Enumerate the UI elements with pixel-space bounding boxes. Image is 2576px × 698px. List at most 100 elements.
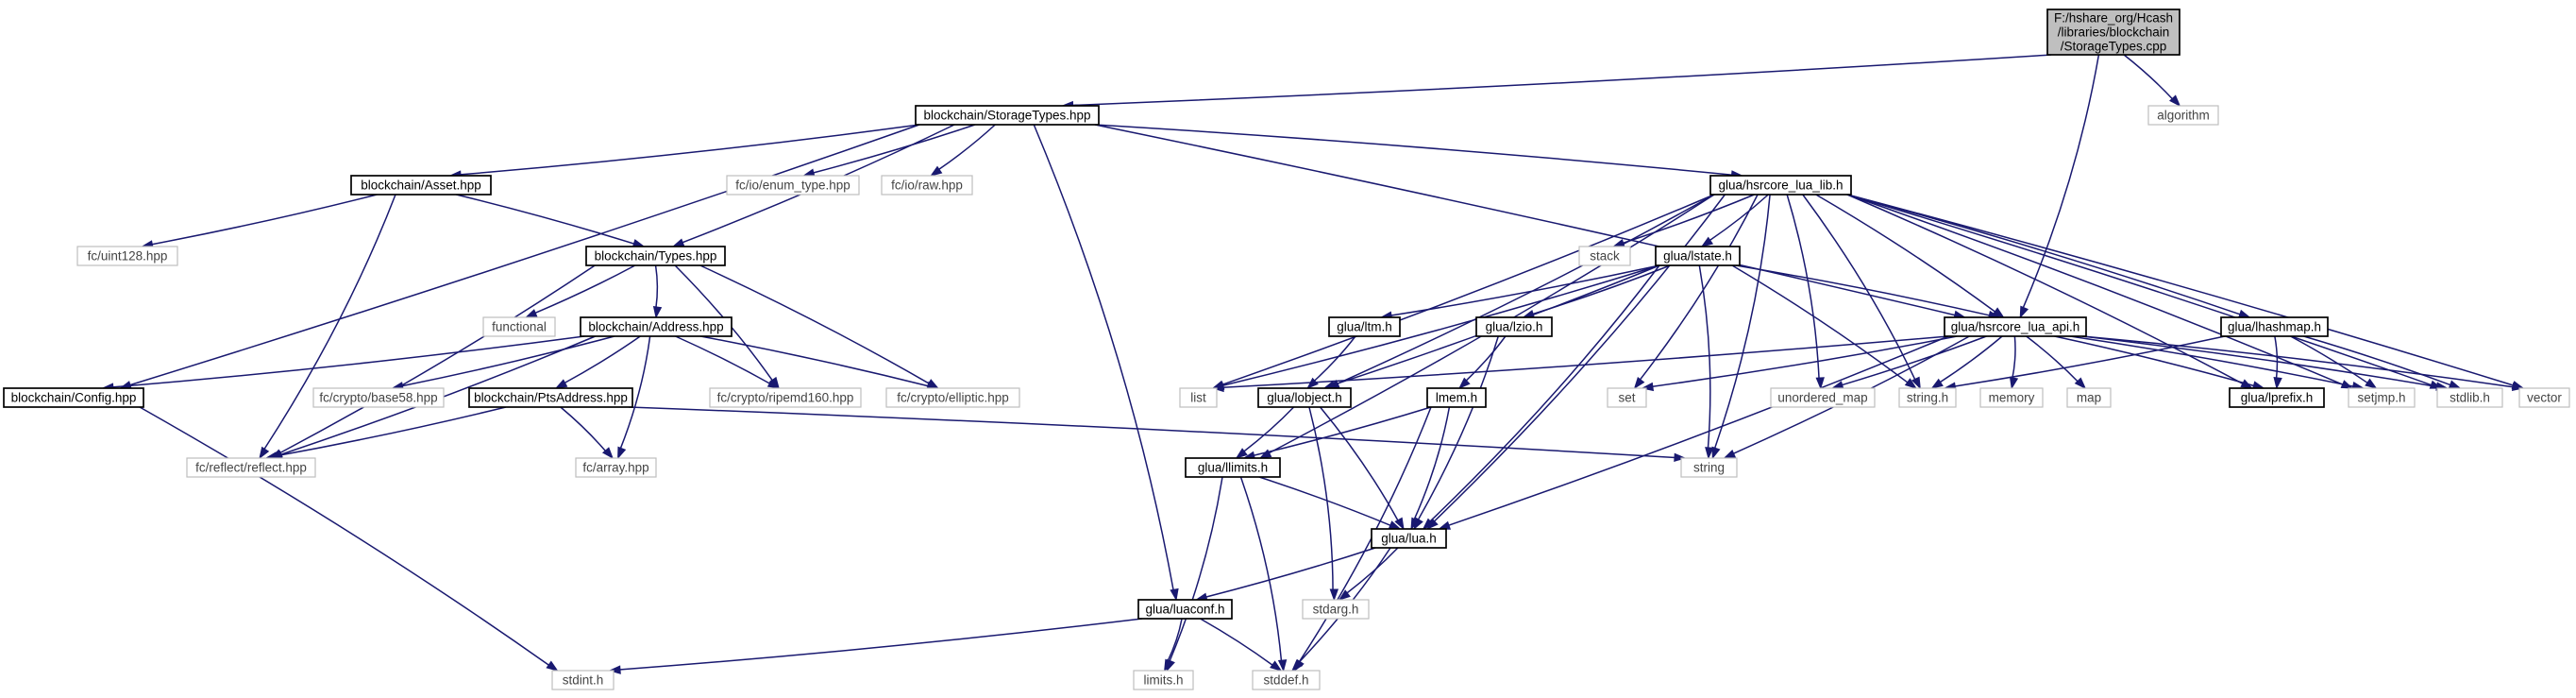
edge-lobject-h-to-llimits-h bbox=[1235, 406, 1295, 459]
edge-storage-types-hpp-to-hsrcore-lua-api-h bbox=[1094, 124, 1967, 319]
edge-asset-hpp-to-uint128-hpp bbox=[141, 194, 378, 249]
node-address-hpp[interactable]: blockchain/Address.hpp bbox=[580, 316, 732, 337]
node-lprefix-h[interactable]: glua/lprefix.h bbox=[2229, 387, 2325, 408]
edge-line bbox=[2081, 335, 2438, 388]
node-hsrcore-lua-api-h[interactable]: glua/hsrcore_lua_api.h bbox=[1944, 316, 2087, 337]
node-luaconf-h[interactable]: glua/luaconf.h bbox=[1137, 599, 1233, 620]
edge-ltm-h-to-lobject-h bbox=[1306, 335, 1356, 389]
node-label: /StorageTypes.cpp bbox=[2061, 40, 2167, 54]
node-map[interactable]: map bbox=[2066, 387, 2112, 408]
edge-line bbox=[937, 124, 996, 171]
edge-line bbox=[628, 406, 1676, 459]
node-set[interactable]: set bbox=[1607, 387, 1647, 408]
node-label: /libraries/blockchain bbox=[2058, 26, 2170, 40]
edge-lstate-h-to-string bbox=[1698, 264, 1714, 460]
node-llimits-h[interactable]: glua/llimits.h bbox=[1185, 457, 1281, 478]
node-ltm-h[interactable]: glua/ltm.h bbox=[1328, 316, 1401, 337]
node-box bbox=[1426, 387, 1487, 408]
node-asset-hpp[interactable]: blockchain/Asset.hpp bbox=[350, 175, 492, 196]
node-config-hpp[interactable]: blockchain/Config.hpp bbox=[3, 387, 144, 408]
node-types-hpp[interactable]: blockchain/Types.hpp bbox=[585, 246, 726, 266]
node-root[interactable]: F:/hshare_org/Hcash/libraries/blockchain… bbox=[2046, 9, 2180, 56]
edge-arrowhead bbox=[766, 379, 781, 389]
edge-luaconf-h-to-stddef-h bbox=[1200, 618, 1283, 672]
node-enum-type-hpp[interactable]: fc/io/enum_type.hpp bbox=[726, 175, 860, 196]
node-label: glua/hsrcore_lua_lib.h bbox=[1718, 179, 1843, 193]
edge-line bbox=[1258, 476, 1392, 527]
edge-arrowhead bbox=[1270, 660, 1283, 672]
edge-arrowhead bbox=[1277, 659, 1288, 672]
edge-line bbox=[1735, 264, 1991, 316]
node-box bbox=[726, 175, 860, 196]
node-ripemd160-hpp[interactable]: fc/crypto/ripemd160.hpp bbox=[709, 387, 862, 408]
node-stdlib-h[interactable]: stdlib.h bbox=[2436, 387, 2503, 408]
node-label: list bbox=[1190, 391, 1206, 405]
node-string-h[interactable]: string.h bbox=[1898, 387, 1957, 408]
node-setjmp-h[interactable]: setjmp.h bbox=[2348, 387, 2416, 408]
edge-arrowhead bbox=[1422, 518, 1435, 531]
node-label: string.h bbox=[1907, 391, 1948, 405]
node-box bbox=[1709, 175, 1852, 196]
node-lmem-h[interactable]: lmem.h bbox=[1426, 387, 1487, 408]
node-limits-h[interactable]: limits.h bbox=[1133, 670, 1194, 690]
node-stddef-h[interactable]: stddef.h bbox=[1252, 670, 1321, 690]
edge-address-hpp-to-base58-hpp bbox=[391, 335, 615, 391]
node-box bbox=[3, 387, 144, 408]
edge-arrowhead bbox=[1700, 236, 1714, 247]
node-pts-address-hpp[interactable]: blockchain/PtsAddress.hpp bbox=[468, 387, 633, 408]
node-label: glua/ltm.h bbox=[1337, 320, 1392, 334]
edge-line bbox=[675, 335, 771, 385]
node-lhashmap-h[interactable]: glua/lhashmap.h bbox=[2220, 316, 2329, 337]
node-string[interactable]: string bbox=[1680, 457, 1738, 478]
edge-arrowhead bbox=[652, 305, 663, 319]
edge-line bbox=[560, 406, 607, 452]
edge-pts-address-hpp-to-reflect-hpp bbox=[264, 406, 507, 461]
node-algorithm[interactable]: algorithm bbox=[2147, 105, 2219, 126]
node-box bbox=[1607, 387, 1647, 408]
node-list[interactable]: list bbox=[1179, 387, 1218, 408]
node-reflect-hpp[interactable]: fc/reflect/reflect.hpp bbox=[186, 457, 316, 478]
node-label: glua/lobject.h bbox=[1267, 391, 1342, 405]
node-memory[interactable]: memory bbox=[1979, 387, 2044, 408]
node-unordered-map[interactable]: unordered_map bbox=[1770, 387, 1876, 408]
edge-arrowhead bbox=[2074, 377, 2087, 390]
node-stdarg-h[interactable]: stdarg.h bbox=[1302, 599, 1370, 620]
edge-storage-types-hpp-to-hsrcore-lua-lib-h bbox=[1094, 124, 1743, 179]
node-box bbox=[1137, 599, 1233, 620]
node-array-hpp[interactable]: fc/array.hpp bbox=[575, 457, 657, 478]
edge-arrowhead bbox=[2448, 380, 2462, 389]
node-lstate-h[interactable]: glua/lstate.h bbox=[1655, 246, 1741, 266]
node-lobject-h[interactable]: glua/lobject.h bbox=[1257, 387, 1352, 408]
node-label: fc/io/raw.hpp bbox=[891, 179, 963, 193]
node-storage-types-hpp[interactable]: blockchain/StorageTypes.hpp bbox=[915, 105, 1100, 126]
edge-line bbox=[2054, 335, 2255, 387]
node-uint128-hpp[interactable]: fc/uint128.hpp bbox=[76, 246, 178, 266]
edge-arrowhead bbox=[2237, 309, 2251, 318]
edge-line bbox=[1786, 194, 1820, 380]
node-vector[interactable]: vector bbox=[2518, 387, 2570, 408]
edge-line bbox=[1308, 406, 1334, 591]
node-hsrcore-lua-lib-h[interactable]: glua/hsrcore_lua_lib.h bbox=[1709, 175, 1852, 196]
node-lzio-h[interactable]: glua/lzio.h bbox=[1475, 316, 1553, 337]
edge-line bbox=[2026, 335, 2079, 383]
edge-line bbox=[1221, 194, 1715, 386]
node-raw-hpp[interactable]: fc/io/raw.hpp bbox=[881, 175, 973, 196]
node-stack[interactable]: stack bbox=[1578, 246, 1631, 266]
edge-line bbox=[1447, 335, 1949, 527]
edge-line bbox=[1071, 54, 2052, 107]
node-functional[interactable]: functional bbox=[482, 316, 556, 337]
edge-line bbox=[1954, 335, 2226, 387]
edge-line bbox=[1731, 264, 1909, 384]
edge-address-hpp-to-pts-address-hpp bbox=[554, 335, 641, 389]
node-box bbox=[1655, 246, 1741, 266]
edge-types-hpp-to-address-hpp bbox=[652, 264, 663, 319]
node-elliptic-hpp[interactable]: fc/crypto/elliptic.hpp bbox=[885, 387, 1020, 408]
node-box bbox=[1252, 670, 1321, 690]
edge-arrowhead bbox=[1235, 448, 1248, 459]
node-lua-h[interactable]: glua/lua.h bbox=[1371, 528, 1447, 549]
node-box bbox=[1770, 387, 1876, 408]
edge-address-hpp-to-elliptic-hpp bbox=[700, 335, 940, 390]
edge-arrowhead bbox=[1211, 383, 1224, 393]
node-stdint-h[interactable]: stdint.h bbox=[551, 670, 615, 690]
node-base58-hpp[interactable]: fc/crypto/base58.hpp bbox=[312, 387, 445, 408]
